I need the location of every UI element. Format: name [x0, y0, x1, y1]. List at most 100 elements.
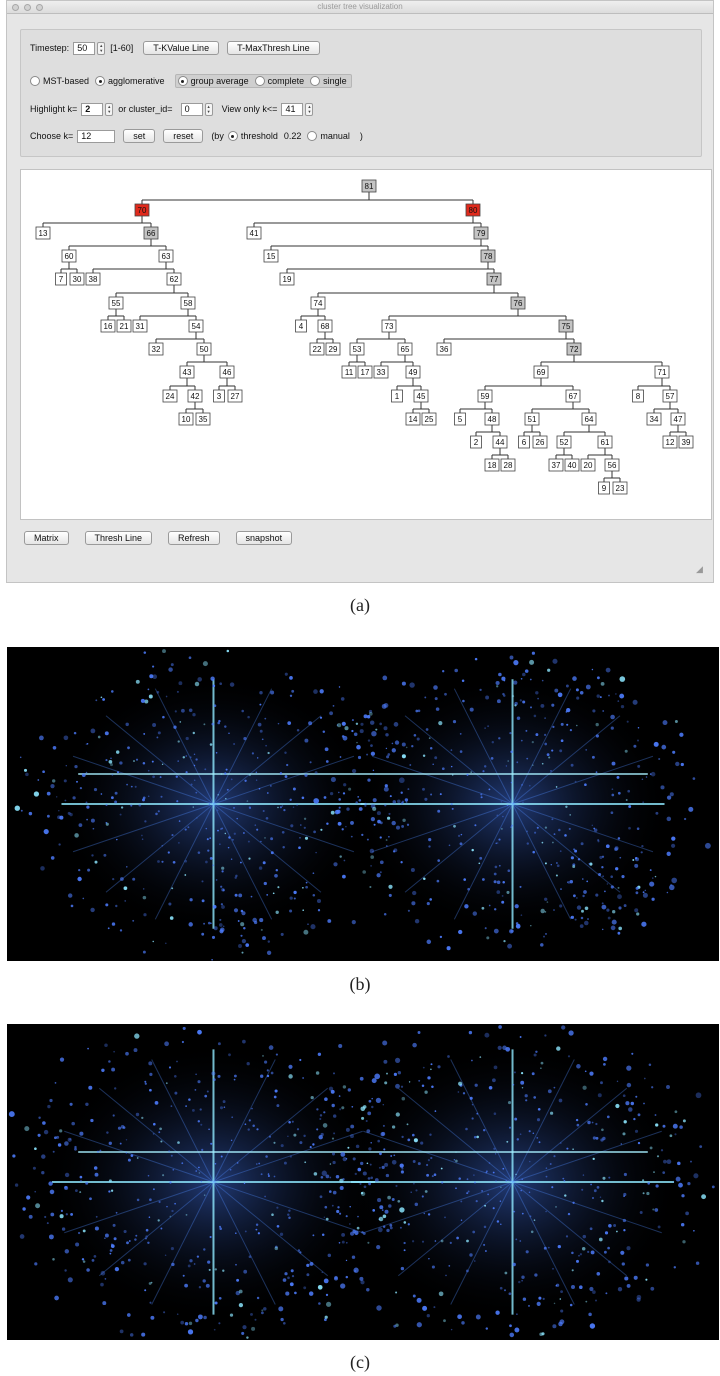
tree-node-box[interactable]	[532, 435, 548, 449]
stepper-up-icon[interactable]: ▲	[206, 104, 211, 109]
tree-node-32[interactable]: 32	[148, 342, 164, 356]
tree-node-box[interactable]	[632, 389, 644, 403]
tree-node-11[interactable]: 11	[341, 365, 357, 379]
tree-node-5[interactable]: 5	[454, 412, 466, 426]
set-button[interactable]: set	[123, 129, 156, 143]
tree-node-box[interactable]	[484, 412, 500, 426]
tree-node-box[interactable]	[187, 389, 203, 403]
tree-node-box[interactable]	[580, 458, 596, 472]
tree-node-69[interactable]: 69	[533, 365, 549, 379]
tree-node-80[interactable]: 80	[465, 203, 481, 217]
tree-node-38[interactable]: 38	[85, 272, 101, 286]
tree-node-31[interactable]: 31	[132, 319, 148, 333]
tree-node-box[interactable]	[566, 342, 582, 356]
tree-node-box[interactable]	[310, 296, 326, 310]
tree-node-box[interactable]	[195, 412, 211, 426]
tree-node-7[interactable]: 7	[55, 272, 67, 286]
stepper-down-icon[interactable]: ▼	[99, 48, 104, 53]
radio-button-selected-icon[interactable]	[227, 131, 238, 141]
single-radio[interactable]: single	[310, 76, 347, 86]
stepper-up-icon[interactable]: ▲	[99, 43, 104, 48]
tree-node-79[interactable]: 79	[473, 226, 489, 240]
thresh-line-button[interactable]: Thresh Line	[84, 531, 153, 545]
threshold-radio[interactable]: threshold	[227, 131, 278, 141]
tree-node-box[interactable]	[518, 435, 530, 449]
tree-node-box[interactable]	[61, 249, 77, 263]
tree-node-55[interactable]: 55	[108, 296, 124, 310]
tree-node-68[interactable]: 68	[317, 319, 333, 333]
tree-node-42[interactable]: 42	[187, 389, 203, 403]
radio-button-selected-icon[interactable]	[95, 76, 106, 86]
tree-node-63[interactable]: 63	[158, 249, 174, 263]
tree-node-66[interactable]: 66	[143, 226, 159, 240]
tree-node-box[interactable]	[132, 319, 148, 333]
tree-node-box[interactable]	[162, 389, 178, 403]
tree-node-box[interactable]	[654, 365, 670, 379]
tree-node-box[interactable]	[317, 319, 333, 333]
tree-node-40[interactable]: 40	[564, 458, 580, 472]
cluster-id-input[interactable]: 0	[180, 102, 203, 116]
stepper-down-icon[interactable]: ▼	[206, 109, 211, 114]
radio-button-selected-icon[interactable]	[177, 76, 188, 86]
cluster-id-stepper[interactable]: ▲▼	[204, 102, 213, 116]
tree-node-3[interactable]: 3	[213, 389, 225, 403]
tree-node-box[interactable]	[565, 389, 581, 403]
tree-node-box[interactable]	[548, 458, 564, 472]
tree-node-44[interactable]: 44	[492, 435, 508, 449]
tree-node-81[interactable]: 81	[361, 179, 377, 193]
tree-node-37[interactable]: 37	[548, 458, 564, 472]
tree-node-box[interactable]	[180, 296, 196, 310]
radio-button-icon[interactable]	[310, 76, 321, 86]
tree-node-24[interactable]: 24	[162, 389, 178, 403]
tree-node-60[interactable]: 60	[61, 249, 77, 263]
tree-node-box[interactable]	[116, 319, 132, 333]
tree-node-box[interactable]	[662, 435, 678, 449]
tree-node-9[interactable]: 9	[598, 481, 610, 495]
t-kvalue-line-button[interactable]: T-KValue Line	[143, 41, 220, 55]
tree-node-13[interactable]: 13	[35, 226, 51, 240]
agglomerative-radio[interactable]: agglomerative	[95, 76, 165, 86]
tree-node-23[interactable]: 23	[612, 481, 628, 495]
tree-node-47[interactable]: 47	[670, 412, 686, 426]
tree-node-14[interactable]: 14	[405, 412, 421, 426]
tree-node-box[interactable]	[55, 272, 67, 286]
tree-node-29[interactable]: 29	[325, 342, 341, 356]
tree-node-box[interactable]	[484, 458, 500, 472]
tree-node-64[interactable]: 64	[581, 412, 597, 426]
tree-node-22[interactable]: 22	[309, 342, 325, 356]
tree-node-36[interactable]: 36	[436, 342, 452, 356]
tree-node-39[interactable]: 39	[678, 435, 694, 449]
tree-node-61[interactable]: 61	[597, 435, 613, 449]
tree-node-50[interactable]: 50	[196, 342, 212, 356]
tree-node-62[interactable]: 62	[166, 272, 182, 286]
tree-node-box[interactable]	[373, 365, 389, 379]
tree-node-box[interactable]	[179, 365, 195, 379]
tree-node-box[interactable]	[349, 342, 365, 356]
tree-node-41[interactable]: 41	[246, 226, 262, 240]
tree-node-box[interactable]	[100, 319, 116, 333]
close-window-icon[interactable]	[12, 4, 19, 11]
tree-node-box[interactable]	[524, 412, 540, 426]
tree-node-30[interactable]: 30	[69, 272, 85, 286]
choose-k-input[interactable]: 12	[77, 129, 116, 143]
view-only-k-stepper[interactable]: ▲▼	[305, 102, 314, 116]
tree-node-box[interactable]	[421, 412, 437, 426]
tree-node-box[interactable]	[473, 226, 489, 240]
tree-node-box[interactable]	[454, 412, 466, 426]
tree-node-box[interactable]	[470, 435, 482, 449]
tree-node-box[interactable]	[678, 435, 694, 449]
tree-node-33[interactable]: 33	[373, 365, 389, 379]
tree-node-box[interactable]	[533, 365, 549, 379]
radio-button-icon[interactable]	[30, 76, 40, 86]
tree-node-box[interactable]	[391, 389, 403, 403]
stepper-down-icon[interactable]: ▼	[307, 109, 312, 114]
tree-node-box[interactable]	[361, 179, 377, 193]
tree-node-58[interactable]: 58	[180, 296, 196, 310]
tree-node-12[interactable]: 12	[662, 435, 678, 449]
highlight-k-stepper[interactable]: ▲▼	[105, 102, 114, 116]
tree-node-box[interactable]	[35, 226, 51, 240]
tree-node-35[interactable]: 35	[195, 412, 211, 426]
tree-node-70[interactable]: 70	[134, 203, 150, 217]
tree-node-box[interactable]	[477, 389, 493, 403]
tree-node-box[interactable]	[263, 249, 279, 263]
